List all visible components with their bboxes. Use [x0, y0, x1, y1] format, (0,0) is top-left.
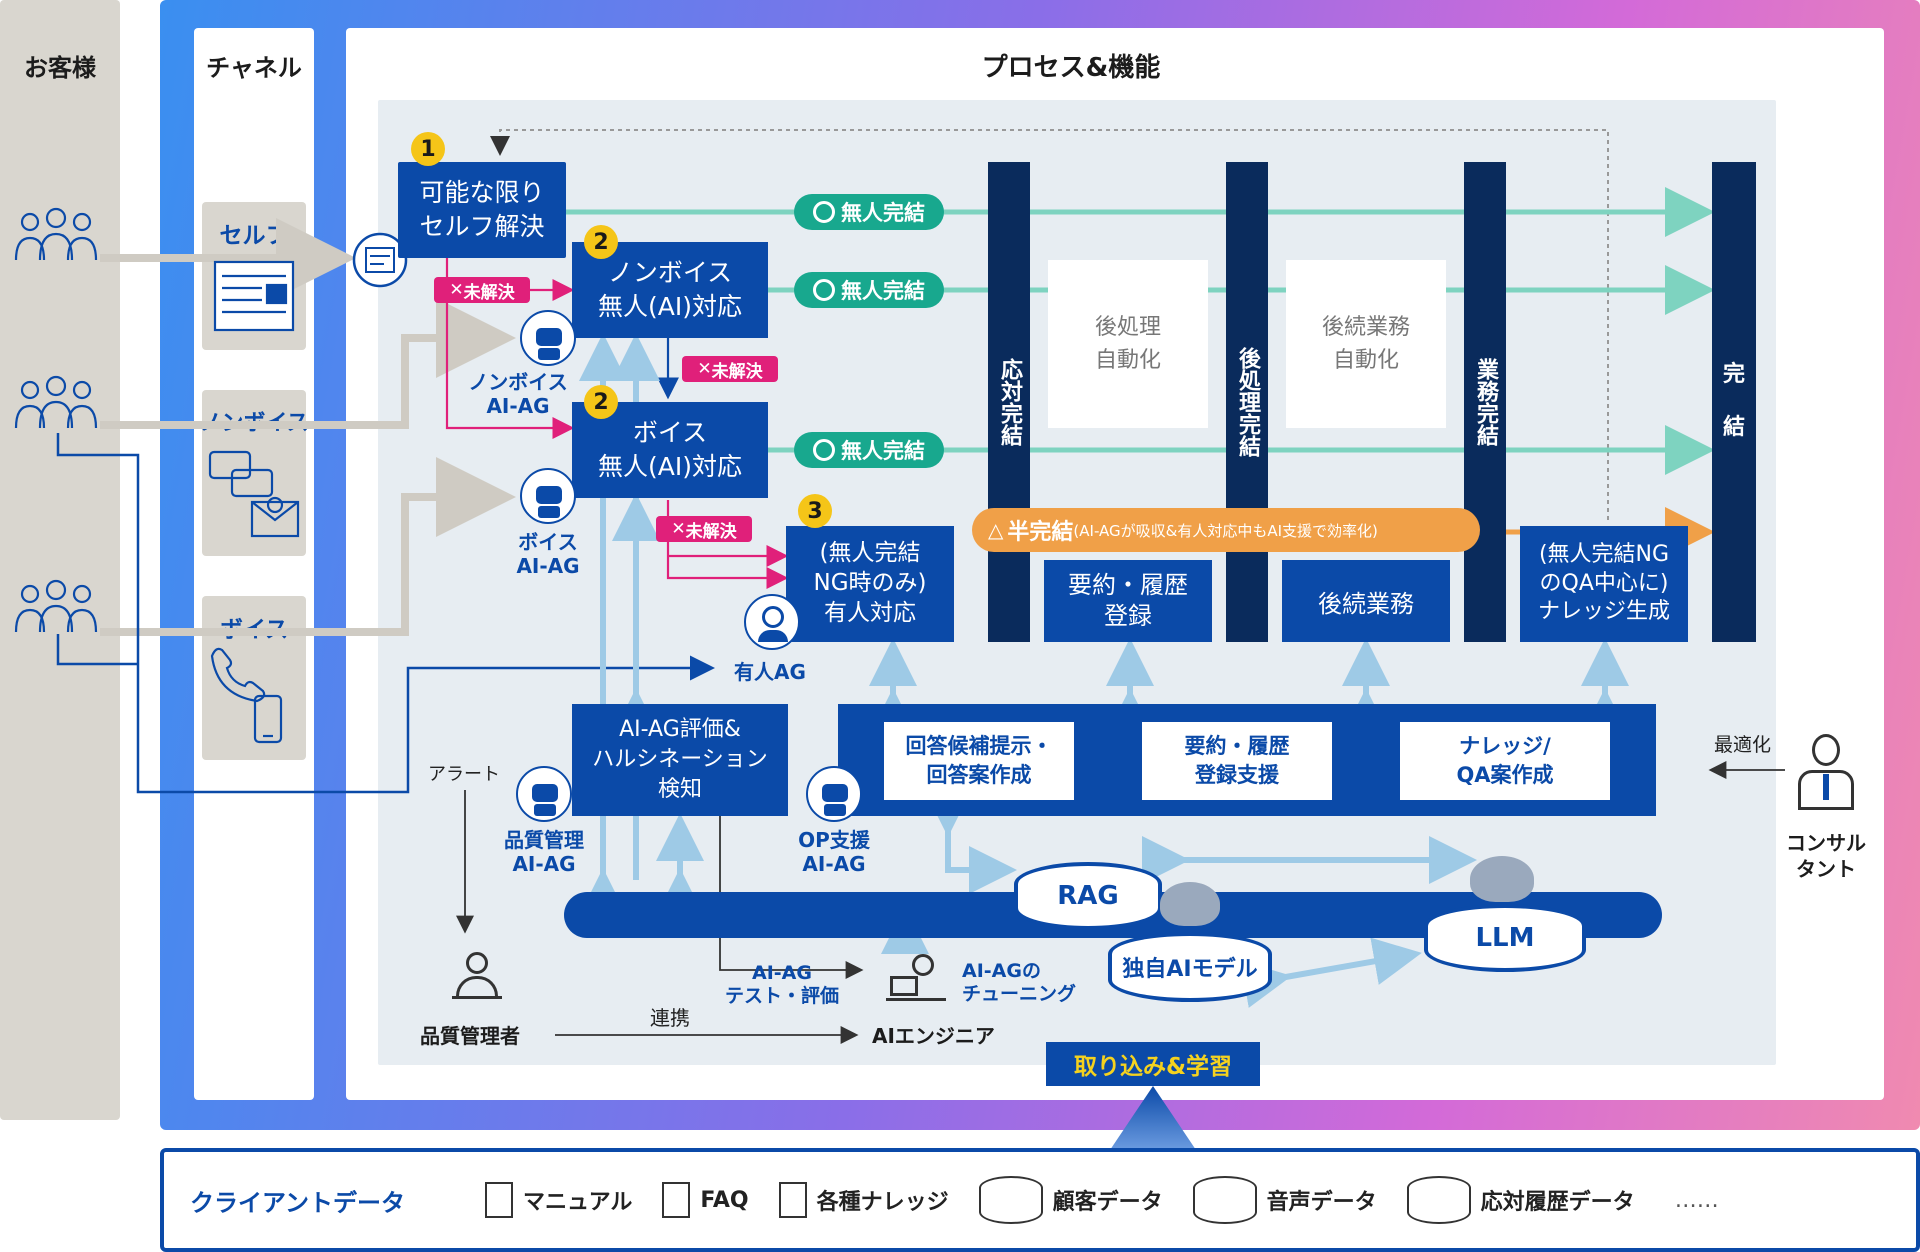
- post-process-auto: 後処理 自動化: [1048, 260, 1208, 428]
- ai-engineer-icon: [886, 954, 946, 1004]
- optimize-label: 最適化: [1714, 734, 1772, 756]
- client-item: 各種ナレッジ: [816, 1190, 949, 1215]
- doc-icon: [662, 1182, 691, 1218]
- self-resolve-box: 可能な限り セルフ解決: [398, 162, 566, 258]
- headset-agent-icon: [744, 594, 800, 650]
- client-item: 応対履歴データ: [1480, 1190, 1635, 1215]
- client-item: FAQ: [700, 1187, 749, 1213]
- voice-ai-box: ボイス 無人(AI)対応: [572, 402, 768, 498]
- robot-icon: [806, 766, 862, 822]
- customer-column: [0, 0, 120, 1120]
- followup-box: 後続業務: [1282, 560, 1450, 642]
- bar-complete: 完 結: [1712, 162, 1756, 642]
- human-ag-label: 有人AG: [734, 660, 806, 684]
- consultant-label: コンサル タント: [1786, 831, 1866, 881]
- op-box-summary: 要約・履歴 登録支援: [1142, 722, 1332, 800]
- nonvoice-ag-label: ノンボイス AI-AG: [468, 370, 568, 418]
- robot-icon: [516, 766, 572, 822]
- customer-column-title: お客様: [24, 53, 96, 82]
- customer-group-icon: [14, 207, 98, 633]
- channel-nonvoice: [202, 390, 306, 556]
- step-2-badge: 2: [584, 225, 618, 259]
- unmanned-badge-3: 無人完結: [794, 432, 944, 468]
- client-data-bar: クライアントデータ マニュアル FAQ 各種ナレッジ 顧客データ 音声データ 応…: [160, 1148, 1920, 1252]
- qa-manager-label: 品質管理者: [420, 1024, 520, 1048]
- client-more: ……: [1674, 1187, 1719, 1213]
- semi-complete-badge: △半完結(AI-AGが吸収&有人対応中もAI支援で効率化): [972, 508, 1480, 552]
- step-2-badge: 2: [584, 385, 618, 419]
- step-3-badge: 3: [798, 494, 832, 528]
- human-route-line: [56, 433, 715, 794]
- followup-auto: 後続業務 自動化: [1286, 260, 1446, 428]
- client-data-title: クライアントデータ: [190, 1188, 406, 1217]
- bar-work-done: 業務完結: [1464, 162, 1506, 642]
- step-1-badge: 1: [411, 132, 445, 166]
- qa-manager-icon: [452, 952, 502, 1002]
- bar-response-done: 応対完結: [988, 162, 1030, 642]
- bar-post-done: 後処理完結: [1226, 162, 1268, 642]
- link-label: 連携: [650, 1006, 690, 1030]
- consultant-icon: [1798, 734, 1854, 814]
- database-icon: [1406, 1176, 1471, 1224]
- database-icon: [1192, 1176, 1257, 1224]
- own-ai-model: 独自AIモデル: [1108, 932, 1272, 1002]
- rag-model: RAG: [1014, 862, 1162, 930]
- channel-column-title: チャネル: [206, 53, 302, 82]
- intake-label: 取り込み&学習: [1046, 1042, 1260, 1086]
- op-box-answer: 回答候補提示・ 回答案作成: [884, 722, 1074, 800]
- client-item: 顧客データ: [1052, 1190, 1163, 1215]
- client-item: 音声データ: [1266, 1190, 1377, 1215]
- ai-engineer-label: AIエンジニア: [872, 1024, 995, 1048]
- database-icon: [978, 1176, 1043, 1224]
- process-panel-title: プロセス&機能: [981, 52, 1161, 83]
- client-item: マニュアル: [523, 1190, 633, 1215]
- unmanned-badge-2: 無人完結: [794, 272, 944, 308]
- channel-icons: [208, 260, 300, 744]
- unmanned-badge-1: 無人完結: [794, 194, 944, 230]
- tuning-label: AI-AGの チューニング: [962, 960, 1077, 1005]
- robot-icon: [520, 468, 576, 524]
- unresolved-tag-1: ✕未解決: [434, 277, 530, 303]
- brain-icon: [1160, 882, 1220, 926]
- human-response-box: (無人完結 NG時のみ) 有人対応: [786, 526, 954, 642]
- doc-icon: [485, 1182, 514, 1218]
- op-ag-label: OP支援 AI-AG: [798, 828, 870, 876]
- unresolved-tag-2: ✕未解決: [682, 356, 778, 382]
- knowledge-box: (無人完結NG のQA中心に) ナレッジ生成: [1520, 526, 1688, 642]
- op-box-knowledge: ナレッジ/ QA案作成: [1400, 722, 1610, 800]
- eval-box: AI-AG評価& ハルシネーション 検知: [572, 704, 788, 816]
- brain-icon: [1470, 856, 1534, 902]
- quality-ag-label: 品質管理 AI-AG: [504, 828, 584, 876]
- doc-icon: [778, 1182, 807, 1218]
- robot-icon: [520, 310, 576, 366]
- voice-ag-label: ボイス AI-AG: [516, 530, 580, 578]
- unresolved-tag-3: ✕未解決: [656, 516, 752, 542]
- llm-model: LLM: [1424, 904, 1586, 972]
- alert-label: アラート: [428, 764, 500, 785]
- test-eval-label: AI-AG テスト・評価: [724, 962, 839, 1007]
- summary-box: 要約・履歴 登録: [1044, 560, 1212, 642]
